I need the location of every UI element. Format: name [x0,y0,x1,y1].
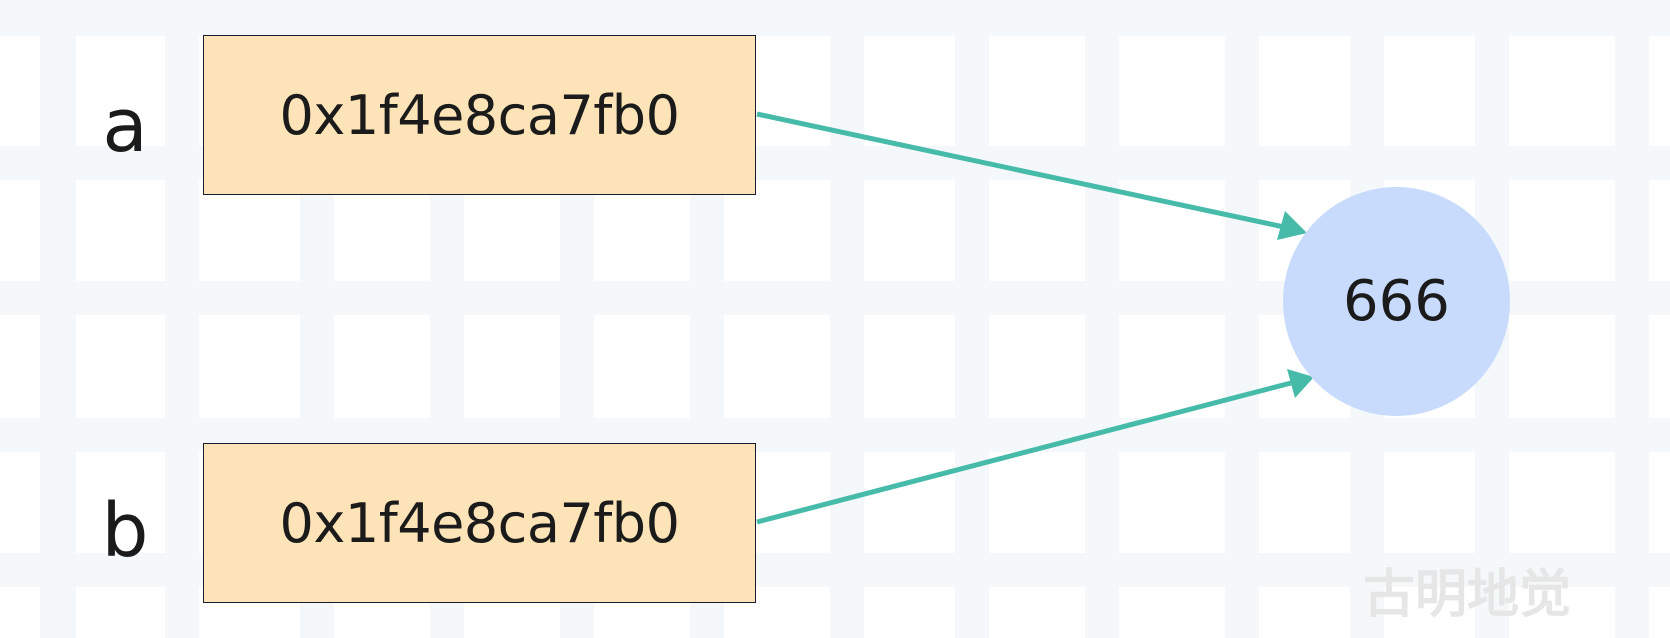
arrow-b-to-object [756,369,1314,525]
arrow-a-to-object [756,111,1307,240]
watermark-text: 古明地觉 [1363,565,1572,625]
object-value: 666 [1343,269,1450,334]
variable-label-a: a [102,83,148,169]
variable-address-box-b: 0x1f4e8ca7fb0 [203,443,756,603]
variable-label-b: b [101,488,149,574]
object-circle: 666 [1283,187,1510,416]
address-text-a: 0x1f4e8ca7fb0 [279,83,680,147]
address-text-b: 0x1f4e8ca7fb0 [279,491,680,555]
variable-address-box-a: 0x1f4e8ca7fb0 [203,35,756,195]
